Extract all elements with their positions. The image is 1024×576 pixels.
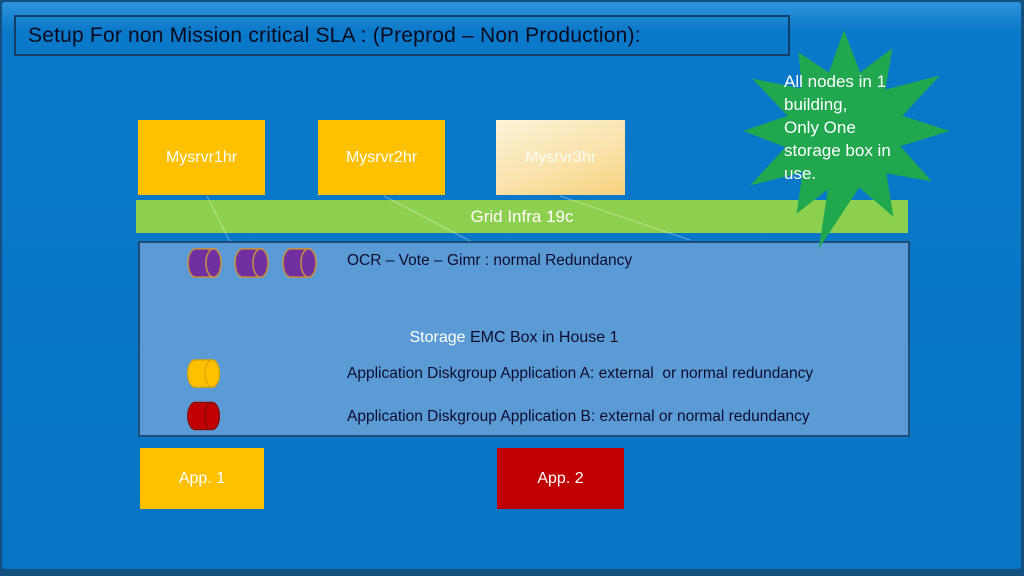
callout-line: Only One xyxy=(784,118,856,137)
ocr-vote-gimr-label: OCR – Vote – Gimr : normal Redundancy xyxy=(347,252,633,269)
storage-title-white: Storage xyxy=(409,329,470,346)
server-label: Mysrvr3hr xyxy=(524,148,597,166)
callout-line: storage box in xyxy=(784,141,891,160)
app2-box: App. 2 xyxy=(497,448,624,509)
server-box-mysrvr1hr: Mysrvr1hr xyxy=(138,120,265,195)
callout-text: All nodes in 1 building, Only One storag… xyxy=(784,70,934,185)
ocr-disk-cylinder-icon xyxy=(233,247,271,279)
slide-title: Setup For non Mission critical SLA : (Pr… xyxy=(28,23,641,47)
callout-line: All nodes in 1 xyxy=(784,72,887,91)
ocr-disk-cylinder-icon xyxy=(186,247,224,279)
callout-line: use. xyxy=(784,164,817,183)
server-label: Mysrvr2hr xyxy=(345,148,418,166)
callout-line: building, xyxy=(784,95,848,114)
app1-label: App. 1 xyxy=(178,469,226,487)
app2-label: App. 2 xyxy=(537,469,584,487)
storage-emc-box xyxy=(138,241,910,437)
storage-box-title: Storage EMC Box in House 1 xyxy=(2,329,1024,347)
slide-title-box: Setup For non Mission critical SLA : (Pr… xyxy=(14,15,790,56)
ocr-disk-cylinder-icon xyxy=(281,247,319,279)
storage-title-dark: EMC Box in House 1 xyxy=(469,329,619,346)
grid-infra-bar: Grid Infra 19c xyxy=(136,200,908,233)
diskgroup-a-cylinder-icon xyxy=(186,357,222,390)
starburst-icon xyxy=(743,30,950,249)
diskgroup-b-label: Application Diskgroup Application B: ext… xyxy=(347,408,810,425)
diskgroup-b-cylinder-icon xyxy=(186,399,222,433)
starburst-callout: All nodes in 1 building, Only One storag… xyxy=(718,22,970,252)
diskgroup-a-label: Application Diskgroup Application A: ext… xyxy=(347,365,814,382)
slide-background: Setup For non Mission critical SLA : (Pr… xyxy=(2,2,1021,569)
server-box-mysrvr2hr: Mysrvr2hr xyxy=(318,120,445,195)
grid-infra-label: Grid Infra 19c xyxy=(470,206,574,226)
server-box-mysrvr3hr-faded: Mysrvr3hr xyxy=(496,120,625,195)
server-label: Mysrvr1hr xyxy=(165,148,238,166)
app1-box: App. 1 xyxy=(140,448,264,509)
